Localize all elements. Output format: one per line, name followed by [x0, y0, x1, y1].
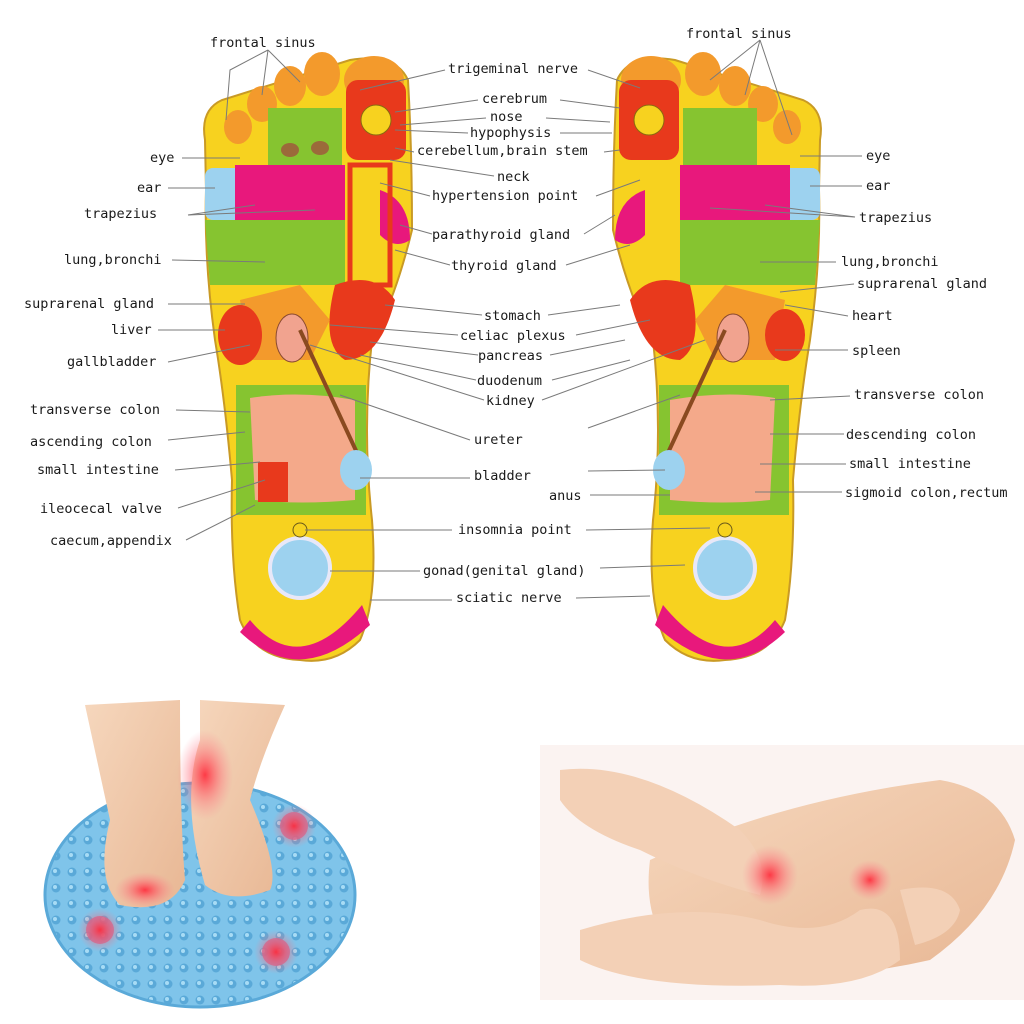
right-label-lung-bronchi: lung,bronchi	[841, 254, 939, 270]
right-label-heart: heart	[852, 308, 893, 324]
left-label-ascending-colon: ascending colon	[30, 434, 152, 450]
left-label-transverse-colon: transverse colon	[30, 402, 160, 418]
center-label-pancreas: pancreas	[478, 348, 543, 364]
left-leg	[85, 700, 185, 908]
left-label-frontal-sinus: frontal sinus	[210, 35, 316, 51]
center-label-bladder: bladder	[474, 468, 531, 484]
center-label-hypertension-point: hypertension point	[432, 188, 578, 204]
left-label-liver: liver	[111, 322, 152, 338]
left-foot-map	[203, 52, 414, 662]
center-label-insomnia-point: insomnia point	[458, 522, 572, 538]
right-label-eye: eye	[866, 148, 890, 164]
center-label-trigeminal-nerve: trigeminal nerve	[448, 61, 578, 77]
right-label-spleen: spleen	[852, 343, 901, 359]
center-label-parathyroid-gland: parathyroid gland	[432, 227, 570, 243]
acupressure-mat-photo	[43, 700, 357, 1009]
center-label-cerebrum: cerebrum	[482, 91, 547, 107]
left-label-eye: eye	[150, 150, 174, 166]
center-label-celiac-plexus: celiac plexus	[460, 328, 566, 344]
center-label-neck: neck	[497, 169, 530, 185]
left-label-ileocecal-valve: ileocecal valve	[40, 501, 162, 517]
left-label-suprarenal-gland: suprarenal gland	[24, 296, 154, 312]
right-label-trapezius: trapezius	[859, 210, 932, 226]
right-label-ear: ear	[866, 178, 890, 194]
right-label-descending-colon: descending colon	[846, 427, 976, 443]
right-label-suprarenal-gland: suprarenal gland	[857, 276, 987, 292]
right-label-transverse-colon: transverse colon	[854, 387, 984, 403]
center-label-gonad: gonad(genital gland)	[423, 563, 586, 579]
right-foot-map	[611, 52, 822, 662]
right-label-small-intestine: small intestine	[849, 456, 971, 472]
center-label-kidney: kidney	[486, 393, 535, 409]
center-label-ureter: ureter	[474, 432, 523, 448]
left-label-lung-bronchi: lung,bronchi	[64, 252, 162, 268]
center-label-cerebellum-brain-stem: cerebellum,brain stem	[417, 143, 588, 159]
center-label-anus: anus	[549, 488, 582, 504]
lower-hand	[580, 908, 900, 986]
center-label-hypophysis: hypophysis	[470, 125, 551, 141]
hands-massage-photo	[540, 745, 1024, 1000]
left-label-small-intestine: small intestine	[37, 462, 159, 478]
right-label-sigmoid-colon-rectum: sigmoid colon,rectum	[845, 485, 1008, 501]
center-label-stomach: stomach	[484, 308, 541, 324]
label-layer: frontal sinus eye ear trapezius lung,bro…	[24, 26, 1008, 606]
left-label-trapezius: trapezius	[84, 206, 157, 222]
right-label-frontal-sinus: frontal sinus	[686, 26, 792, 42]
center-label-sciatic-nerve: sciatic nerve	[456, 590, 562, 606]
left-label-ear: ear	[137, 180, 161, 196]
center-label-nose: nose	[490, 109, 523, 125]
upper-hand	[560, 768, 763, 895]
left-label-gallbladder: gallbladder	[67, 354, 156, 370]
left-label-caecum-appendix: caecum,appendix	[50, 533, 172, 549]
center-label-duodenum: duodenum	[477, 373, 542, 389]
center-label-thyroid-gland: thyroid gland	[451, 258, 557, 274]
